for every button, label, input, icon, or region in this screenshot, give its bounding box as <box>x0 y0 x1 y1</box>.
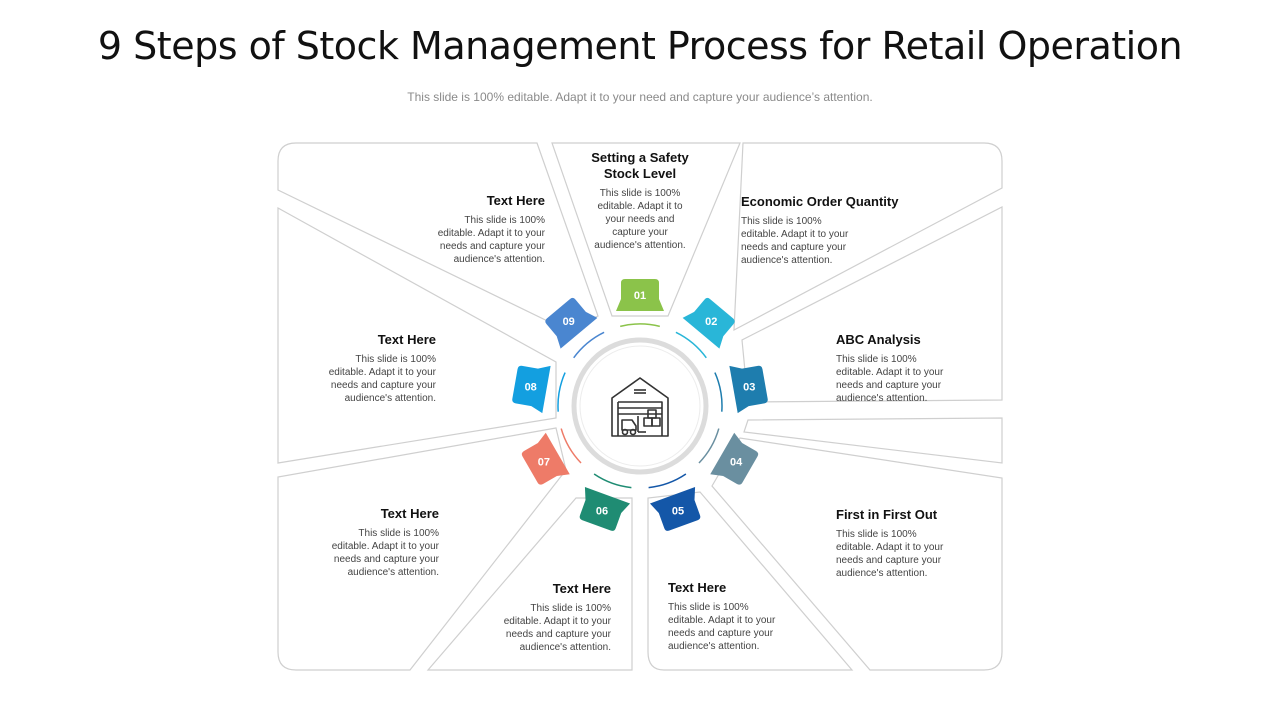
step-number-08: 08 <box>525 382 537 394</box>
step-tabs: 01 02 03 04 05 06 07 08 09 <box>512 279 768 531</box>
step-03-text: ABC Analysis This slide is 100% editable… <box>836 332 966 405</box>
step-number-01: 01 <box>634 290 646 302</box>
outer-panel <box>743 417 1003 464</box>
ring-arc-06 <box>593 473 632 489</box>
step-tab-shape <box>545 297 598 349</box>
page-title: 9 Steps of Stock Management Process for … <box>97 24 1183 68</box>
step-tab-shape <box>649 487 701 531</box>
step-tab-shape <box>579 487 631 531</box>
step-01-text: Setting a Safety Stock Level This slide … <box>580 150 700 252</box>
step-03-body: This slide is 100% editable. Adapt it to… <box>836 354 944 404</box>
center-hub <box>571 337 709 475</box>
step-06-body: This slide is 100% editable. Adapt it to… <box>503 603 611 653</box>
step-tab-shape <box>729 365 768 414</box>
step-08-body: This slide is 100% editable. Adapt it to… <box>328 354 436 404</box>
step-04-body: This slide is 100% editable. Adapt it to… <box>836 529 944 579</box>
outer-panel <box>647 491 854 671</box>
step-number-09: 09 <box>563 316 575 328</box>
ring-arc-07 <box>560 428 582 464</box>
step-tab-06 <box>579 487 631 531</box>
ring-arc-04 <box>698 428 720 464</box>
ring-arc-05 <box>648 473 687 489</box>
step-07-heading: Text Here <box>380 506 439 521</box>
step-07-text: Text Here This slide is 100% editable. A… <box>308 506 439 579</box>
step-06-heading: Text Here <box>552 581 611 596</box>
page-subtitle: This slide is 100% editable. Adapt it to… <box>407 90 873 104</box>
step-tab-07 <box>521 432 570 485</box>
step-number-06: 06 <box>596 505 608 517</box>
outer-panel <box>426 497 633 671</box>
step-08-text: Text Here This slide is 100% editable. A… <box>305 332 436 405</box>
outer-panel <box>277 427 567 671</box>
step-tab-08 <box>512 365 551 414</box>
step-number-03: 03 <box>743 382 755 394</box>
step-tab-05 <box>649 487 701 531</box>
step-tab-shape <box>521 432 570 485</box>
warehouse-forklift-icon <box>611 377 669 437</box>
step-number-02: 02 <box>705 316 717 328</box>
ring-arc-03 <box>714 372 723 412</box>
step-09-heading: Text Here <box>486 193 545 208</box>
step-tab-shape <box>682 297 735 349</box>
step-04-text: First in First Out This slide is 100% ed… <box>836 507 966 580</box>
step-01-heading: Setting a Safety Stock Level <box>591 150 689 181</box>
step-tab-09 <box>545 297 598 349</box>
step-02-body: This slide is 100% editable. Adapt it to… <box>741 216 849 266</box>
step-05-text: Text Here This slide is 100% editable. A… <box>668 580 798 653</box>
ring-arc-01 <box>620 323 660 328</box>
step-tab-shape <box>512 365 551 414</box>
step-07-body: This slide is 100% editable. Adapt it to… <box>331 528 439 578</box>
step-03-heading: ABC Analysis <box>836 332 921 347</box>
outer-panel <box>733 142 1003 332</box>
step-01-body: This slide is 100% editable. Adapt it to… <box>594 188 686 251</box>
step-09-body: This slide is 100% editable. Adapt it to… <box>437 215 545 265</box>
step-tab-shape <box>616 279 664 311</box>
step-08-heading: Text Here <box>377 332 436 347</box>
outer-panel <box>711 437 1003 671</box>
step-09-text: Text Here This slide is 100% editable. A… <box>414 193 545 266</box>
ring-arc-09 <box>573 331 605 359</box>
step-tab-shape <box>710 432 759 485</box>
outer-panels <box>277 142 1003 671</box>
step-02-heading: Economic Order Quantity <box>741 194 899 209</box>
step-06-text: Text Here This slide is 100% editable. A… <box>480 581 611 654</box>
step-tab-01 <box>616 279 664 311</box>
ring-arc-02 <box>675 331 707 359</box>
step-number-04: 04 <box>730 457 743 469</box>
outer-panel <box>277 206 557 464</box>
step-02-text: Economic Order Quantity This slide is 10… <box>741 194 916 267</box>
outer-panel <box>551 142 741 317</box>
ring-arc-08 <box>557 372 566 412</box>
inner-ring <box>557 323 723 489</box>
step-05-body: This slide is 100% editable. Adapt it to… <box>668 602 776 652</box>
step-tab-02 <box>682 297 735 349</box>
step-04-heading: First in First Out <box>836 507 938 522</box>
outer-panel <box>277 142 599 331</box>
step-number-07: 07 <box>538 457 550 469</box>
step-number-05: 05 <box>672 505 684 517</box>
step-tab-03 <box>729 365 768 414</box>
step-05-heading: Text Here <box>668 580 727 595</box>
step-tab-04 <box>710 432 759 485</box>
hub-inner <box>579 345 701 467</box>
